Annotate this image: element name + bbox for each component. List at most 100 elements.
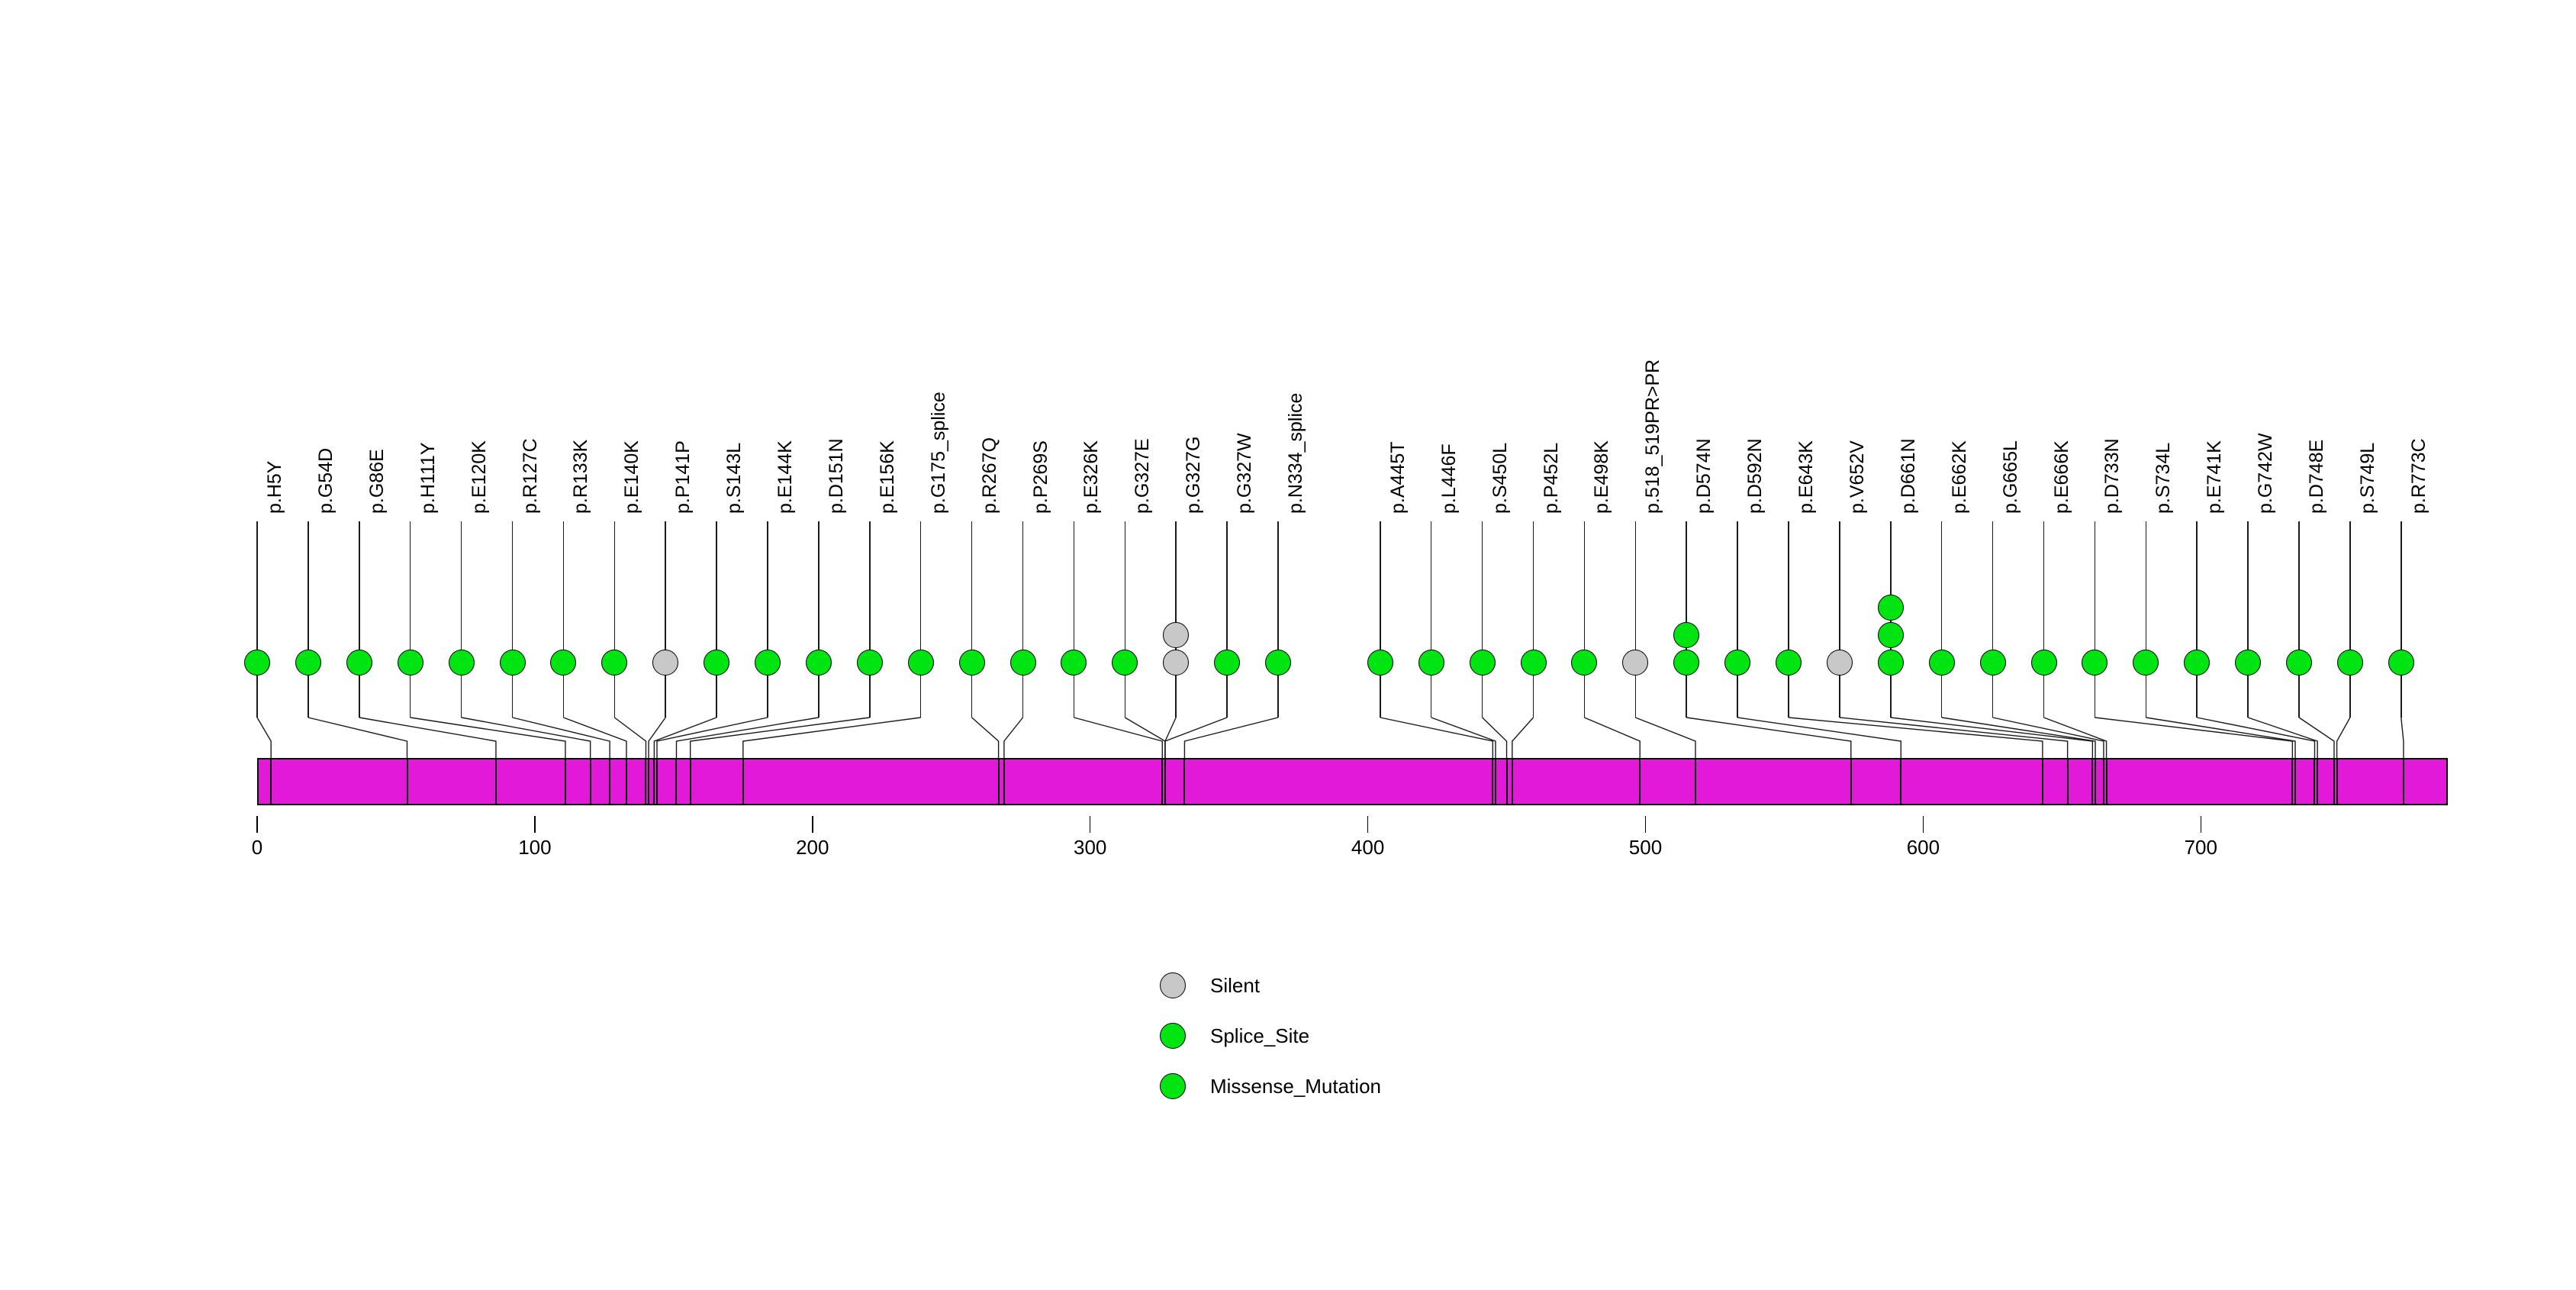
mutation-dot[interactable] [2388,650,2414,676]
mutation-connector [1482,717,1508,758]
mutation-dot[interactable] [1928,650,1955,676]
protein-position-tick [2333,759,2335,804]
lollipop-stem [1226,521,1228,718]
lollipop-stem [1022,521,1024,718]
mutation-dot[interactable] [346,650,372,676]
mutation-dot[interactable] [2336,650,2363,676]
mutation-dot[interactable] [295,650,321,676]
protein-position-tick [1003,759,1005,804]
mutation-dot[interactable] [907,650,934,676]
mutation-label: p.D748E [2306,439,2327,514]
mutation-dot[interactable] [397,650,423,676]
mutation-dot[interactable] [1367,650,1393,676]
mutation-label: p.E662K [1948,440,1970,514]
mutation-connector [1380,717,1494,758]
mutation-dot[interactable] [805,650,832,676]
mutation-dot[interactable] [704,650,730,676]
protein-position-tick [2291,759,2294,804]
mutation-dot[interactable] [856,650,883,676]
mutation-dot[interactable] [1776,650,1802,676]
mutation-dot[interactable] [2235,650,2262,676]
protein-position-tick [1494,759,1496,804]
mutation-label: p.E741K [2204,440,2226,514]
mutation-label: p.D574N [1693,438,1715,514]
mutation-dot[interactable] [550,650,577,676]
axis-tick-label: 500 [1628,836,1663,859]
mutation-dot[interactable] [1418,650,1444,676]
mutation-dot[interactable] [1520,650,1547,676]
protein-position-tick [645,759,647,804]
mutation-dot[interactable] [1009,650,1036,676]
protein-position-tick [2314,759,2316,804]
mutation-connector [2197,717,2316,758]
axis-tick-label: 600 [1906,836,1940,859]
mutation-connector [1839,717,2069,758]
legend-item-splice_site[interactable]: Splice_Site [1160,1011,1381,1061]
mutation-connector [675,717,819,758]
mutation-label: p.E140K [621,440,643,514]
mutation-label: p.D733N [2101,438,2124,514]
protein-position-tick [2105,759,2107,804]
mutation-dot[interactable] [1724,650,1751,676]
protein-position-tick [1505,759,1508,804]
lollipop-stem [613,521,616,718]
mutation-dot[interactable] [1469,650,1496,676]
legend-label: Silent [1210,973,1261,997]
mutation-connector [461,717,591,758]
legend-item-silent[interactable]: Silent [1160,960,1381,1011]
mutation-dot[interactable] [1673,622,1700,648]
axis-tick-label: 100 [518,836,552,859]
mutation-dot[interactable] [1214,650,1241,676]
mutation-label: p.S734L [2153,442,2175,514]
mutation-dot[interactable] [1112,650,1138,676]
mutation-connector [256,717,272,758]
mutation-connector [1737,717,1901,758]
mutation-connector [1890,717,2094,758]
mutation-connector [648,717,666,758]
mutation-connector [1941,717,2096,758]
lollipop-stem [562,521,565,718]
mutation-dot[interactable] [1673,650,1700,676]
protein-position-tick [564,759,566,804]
mutation-dot[interactable] [2133,650,2159,676]
mutation-dot[interactable] [601,650,628,676]
mutation-dot[interactable] [1163,650,1190,676]
mutation-dot[interactable] [1571,650,1598,676]
lollipop-stem [1634,521,1637,718]
mutation-dot[interactable] [2030,650,2057,676]
mutation-dot[interactable] [1622,650,1649,676]
mutation-label: p.P452L [1540,442,1562,514]
mutation-dot[interactable] [2286,650,2312,676]
mutation-connector [1584,717,1641,758]
mutation-dot[interactable] [1979,650,2006,676]
mutation-dot[interactable] [1163,622,1190,648]
mutation-dot[interactable] [1877,650,1904,676]
mutation-dot[interactable] [755,650,781,676]
mutation-dot[interactable] [499,650,526,676]
lollipop-stem [665,521,666,718]
mutation-dot[interactable] [244,650,270,676]
mutation-label: p.G86E [365,449,388,514]
axis-tick-label: 200 [796,836,829,859]
mutation-connector [2247,717,2318,758]
legend-item-missense_mutation[interactable]: Missense_Mutation [1160,1061,1381,1111]
mutation-dot[interactable] [1061,650,1087,676]
lollipop-stem [409,521,411,718]
mutation-connector [1635,717,1696,758]
mutation-dot[interactable] [448,650,475,676]
mutation-label: p.P141P [672,440,694,514]
axis-tick-label: 300 [1073,836,1107,859]
mutation-dot[interactable] [1877,622,1904,648]
mutation-dot[interactable] [1826,650,1853,676]
mutation-dot[interactable] [958,650,985,676]
mutation-label: p.G175_splice [927,392,949,514]
mutation-dot[interactable] [1265,650,1291,676]
mutation-dot[interactable] [2082,650,2108,676]
mutation-connector [1992,717,2104,758]
mutation-label: p.D151N [825,438,847,514]
mutation-dot[interactable] [1877,595,1904,621]
mutation-label: p.G327E [1132,438,1154,514]
mutation-label: p.H111Y [417,442,439,514]
mutation-dot[interactable] [2184,650,2211,676]
mutation-dot[interactable] [652,650,679,676]
